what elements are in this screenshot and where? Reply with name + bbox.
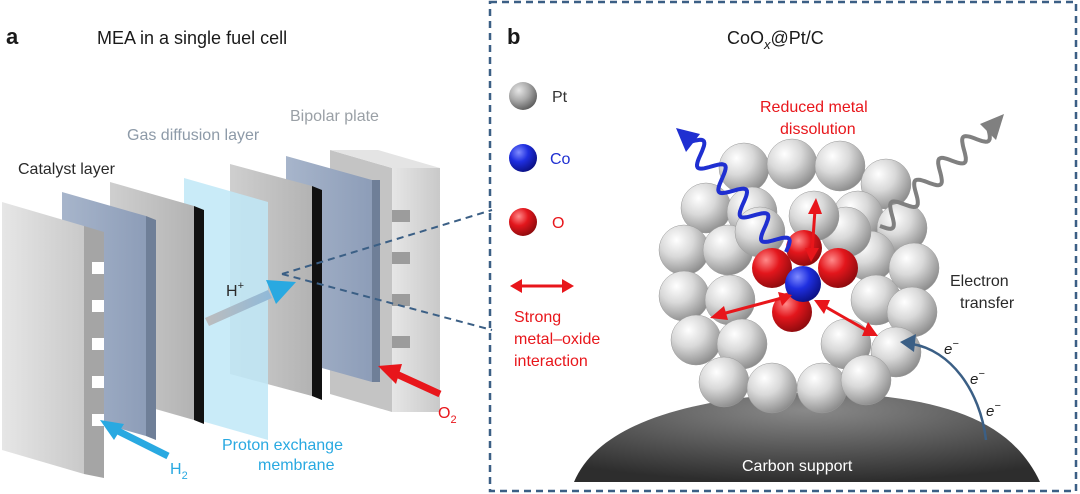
metal-oxide-interaction-arrows xyxy=(710,198,878,336)
nanoparticle-cluster xyxy=(658,138,940,414)
panel-b-frame xyxy=(488,0,1078,493)
pt-dissolution-wave-arrow xyxy=(879,114,1004,231)
electron-transfer-line2: transfer xyxy=(960,295,1015,312)
reduced-dissolution-line1: Reduced metal xyxy=(760,99,868,116)
h-plus-label: H+ xyxy=(226,280,244,300)
o-legend-label: O xyxy=(552,215,564,232)
panel-b-letter: b xyxy=(507,24,520,49)
panel-a-letter: a xyxy=(6,24,19,49)
pt-atom xyxy=(746,362,798,414)
gas-diffusion-layer-label: Gas diffusion layer xyxy=(127,127,260,144)
pem-label-line2: membrane xyxy=(258,457,335,474)
reduced-dissolution-line2: dissolution xyxy=(780,121,856,138)
electron-label-1: e− xyxy=(944,338,959,358)
h2-inlet-arrow xyxy=(100,420,170,460)
pt-atom xyxy=(840,354,892,406)
electron-label-2: e− xyxy=(970,368,985,388)
panel-b-title: CoOx@Pt/C xyxy=(727,28,824,52)
pt-atom xyxy=(698,356,750,408)
panel-a-title: MEA in a single fuel cell xyxy=(97,28,287,48)
strong-interaction-line1: Strong xyxy=(514,309,561,326)
pt-legend-icon xyxy=(509,82,537,110)
co-legend-label: Co xyxy=(550,151,571,168)
zoom-line-top xyxy=(281,209,493,275)
co-legend-icon xyxy=(509,144,537,172)
co-atom xyxy=(785,266,821,302)
bipolar-plate-label: Bipolar plate xyxy=(290,108,379,125)
co-dissolution-wave-arrow xyxy=(676,128,792,253)
proton-flow-arrow xyxy=(205,280,296,326)
o2-label: O2 xyxy=(438,405,457,426)
o-atom xyxy=(752,248,792,288)
pt-atom xyxy=(796,362,848,414)
strong-interaction-line2: metal–oxide xyxy=(514,331,600,348)
pt-atom xyxy=(658,224,710,276)
pt-atom xyxy=(658,270,710,322)
electron-transfer-line1: Electron xyxy=(950,273,1009,290)
catalyst-layer-label: Catalyst layer xyxy=(18,161,116,178)
pt-atom xyxy=(766,138,818,190)
electron-transfer-arrow xyxy=(900,334,988,441)
o-legend-icon xyxy=(509,208,537,236)
pem-label-line1: Proton exchange xyxy=(222,437,343,454)
pt-atom xyxy=(670,314,722,366)
pt-legend-label: Pt xyxy=(552,89,568,106)
pt-atom xyxy=(814,140,866,192)
zoom-line-bottom xyxy=(281,273,493,331)
carbon-support-label: Carbon support xyxy=(742,458,853,475)
bipolar-plate-left xyxy=(2,202,104,478)
o-atom xyxy=(818,248,858,288)
h2-label: H2 xyxy=(170,461,188,482)
carbon-support xyxy=(574,392,1040,482)
o2-inlet-arrow xyxy=(378,364,442,398)
electron-label-3: e− xyxy=(986,400,1001,420)
double-arrow-legend-icon xyxy=(510,279,574,293)
strong-interaction-line3: interaction xyxy=(514,353,588,370)
